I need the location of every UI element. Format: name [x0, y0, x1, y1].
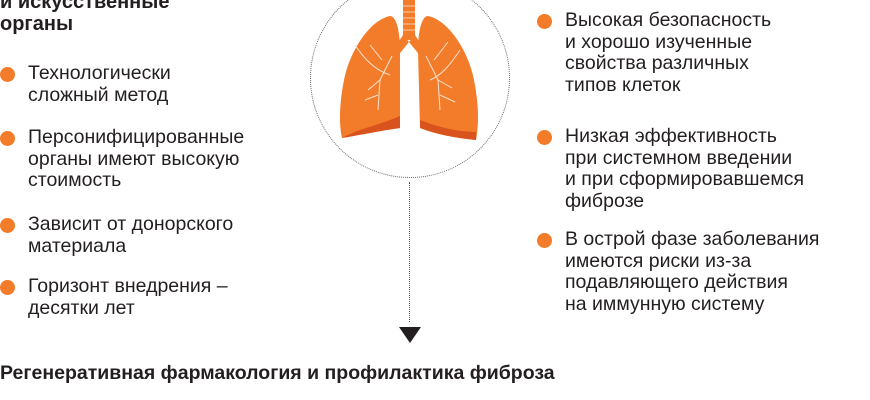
- connector-line: [409, 182, 410, 322]
- list-item: Зависит от донорского материала: [0, 213, 234, 257]
- list-item: Горизонт внедрения – десятки лет: [0, 275, 228, 319]
- item-text: Зависит от донорского материала: [28, 213, 234, 257]
- section-heading: Регенеративная фармакология и профилакти…: [0, 362, 555, 384]
- item-text: Технологически сложный метод: [28, 62, 171, 106]
- bullet-dot-icon: [537, 233, 552, 248]
- bullet-dot-icon: [537, 130, 552, 145]
- item-text: В острой фазе заболевания имеются риски …: [565, 228, 820, 315]
- list-item: Низкая эффективность при системном введе…: [537, 125, 805, 212]
- lungs-icon: [340, 0, 478, 140]
- arrow-down-icon: [399, 327, 421, 343]
- item-text: Низкая эффективность при системном введе…: [565, 125, 805, 212]
- item-text: Высокая безопасность и хорошо изученные …: [565, 9, 772, 96]
- list-item: В острой фазе заболевания имеются риски …: [537, 228, 820, 315]
- bullet-dot-icon: [0, 67, 15, 82]
- bullet-dot-icon: [0, 280, 15, 295]
- list-item: Высокая безопасность и хорошо изученные …: [537, 9, 772, 96]
- bullet-dot-icon: [0, 131, 15, 146]
- list-item: Персонифицированные органы имеют высокую…: [0, 126, 245, 192]
- bullet-dot-icon: [0, 218, 15, 233]
- bullet-dot-icon: [537, 14, 552, 29]
- list-item: Технологически сложный метод: [0, 62, 171, 106]
- left-heading: и искусственные органы: [0, 0, 170, 35]
- item-text: Персонифицированные органы имеют высокую…: [28, 126, 245, 191]
- item-text: Горизонт внедрения – десятки лет: [28, 275, 228, 319]
